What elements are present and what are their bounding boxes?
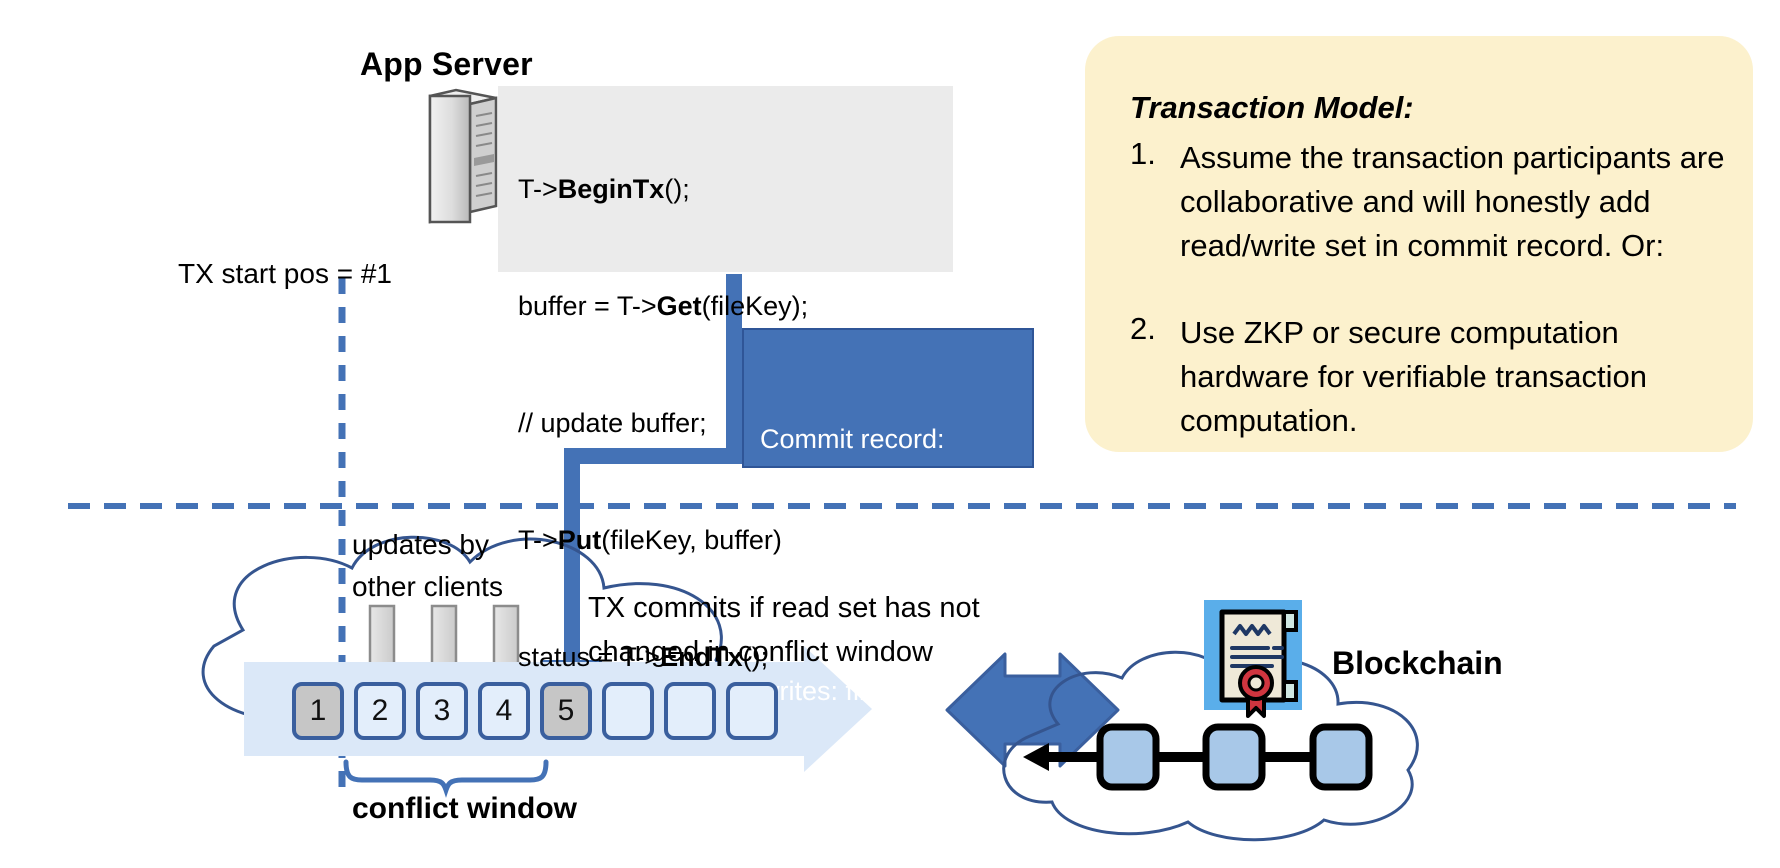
code-line: T->Put(fileKey, buffer) (518, 525, 782, 555)
commit-record-reads: reads: fileKey (760, 550, 924, 580)
updates-by-other-clients-label: updates by other clients (352, 529, 503, 602)
code-line: status = T->EndTx(); (518, 642, 769, 672)
commit-record-box (742, 328, 1034, 468)
ledger-cell: 5 (540, 682, 592, 740)
code-panel (498, 86, 953, 272)
app-server-title: App Server (360, 46, 533, 82)
sync-double-arrow (945, 652, 1120, 768)
code-line: // update buffer; (518, 408, 707, 438)
blockchain-block (1202, 723, 1266, 791)
blockchain-label: Blockchain (1332, 645, 1503, 681)
ledger-cell: 1 (292, 682, 344, 740)
ledger-cell: 4 (478, 682, 530, 740)
transaction-model-item-1: Assume the transaction participants are … (1180, 140, 1725, 263)
tx-start-pos-label: TX start pos = #1 (178, 258, 392, 289)
transaction-model-item-2: Use ZKP or secure computation hardware f… (1180, 315, 1647, 438)
server-tower-icon (428, 88, 498, 224)
certificate-seal-icon (1204, 600, 1302, 718)
code-line: T->BeginTx(); (518, 174, 690, 204)
commit-record-writes: writes: fileKey (760, 676, 927, 706)
conflict-window-brace (343, 759, 549, 798)
transaction-model-callout (1085, 36, 1753, 452)
code-line: buffer = T->Get(fileKey); (518, 291, 809, 321)
commit-record-title: Commit record: (760, 424, 945, 454)
commit-record-text: Commit record: reads: fileKey writes: fi… (760, 334, 1040, 754)
ledger-cell: 2 (354, 682, 406, 740)
ledger-cell (726, 682, 778, 740)
transaction-model-item-number: 1. (1130, 136, 1156, 171)
tx-commits-condition-label: TX commits if read set has not changed i… (588, 592, 980, 668)
blockchain-cloud (1002, 650, 1419, 842)
ledger-cell (664, 682, 716, 740)
code-block: T->BeginTx(); buffer = T->Get(fileKey); … (518, 92, 808, 716)
blockchain-block (1096, 723, 1160, 791)
conflict-window-label: conflict window (352, 792, 577, 825)
ledger-cell (602, 682, 654, 740)
transaction-model-title: Transaction Model: (1130, 90, 1414, 125)
blockchain-block (1309, 723, 1373, 791)
transaction-model-item-number: 2. (1130, 311, 1156, 346)
blockchain-chain (1023, 723, 1373, 791)
ledger-cell: 3 (416, 682, 468, 740)
